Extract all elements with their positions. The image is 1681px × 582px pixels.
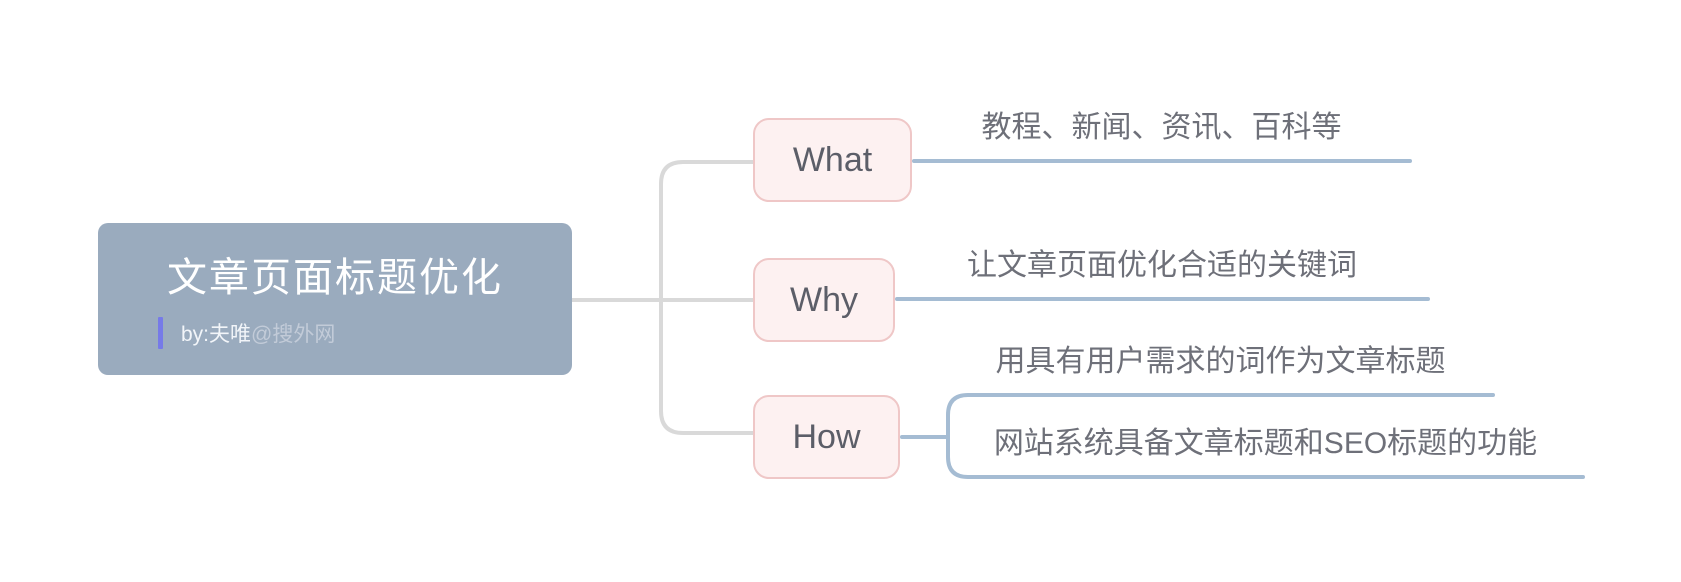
byline-accent-bar: [158, 317, 163, 349]
branch-node-what[interactable]: What: [753, 118, 912, 202]
branch-node-how[interactable]: How: [753, 395, 900, 479]
root-topic-title: 文章页面标题优化: [167, 256, 503, 300]
connector-how-leaves: [946, 393, 1585, 479]
byline-author: by:夫唯: [181, 323, 252, 346]
leaf-topic-why-1[interactable]: 让文章页面优化合适的关键词: [967, 249, 1357, 282]
root-byline: by:夫唯 @搜外网: [158, 317, 572, 349]
byline-site: @搜外网: [251, 323, 336, 346]
branch-node-why[interactable]: Why: [753, 258, 895, 342]
leaf-topic-how-1[interactable]: 用具有用户需求的词作为文章标题: [995, 345, 1446, 378]
connector-trunk: [659, 160, 755, 435]
root-topic[interactable]: 文章页面标题优化 by:夫唯 @搜外网: [98, 223, 572, 375]
leaf-topic-how-2[interactable]: 网站系统具备文章标题和SEO标题的功能: [993, 427, 1538, 460]
leaf-topic-what-1[interactable]: 教程、新闻、资讯、百科等: [981, 111, 1342, 144]
